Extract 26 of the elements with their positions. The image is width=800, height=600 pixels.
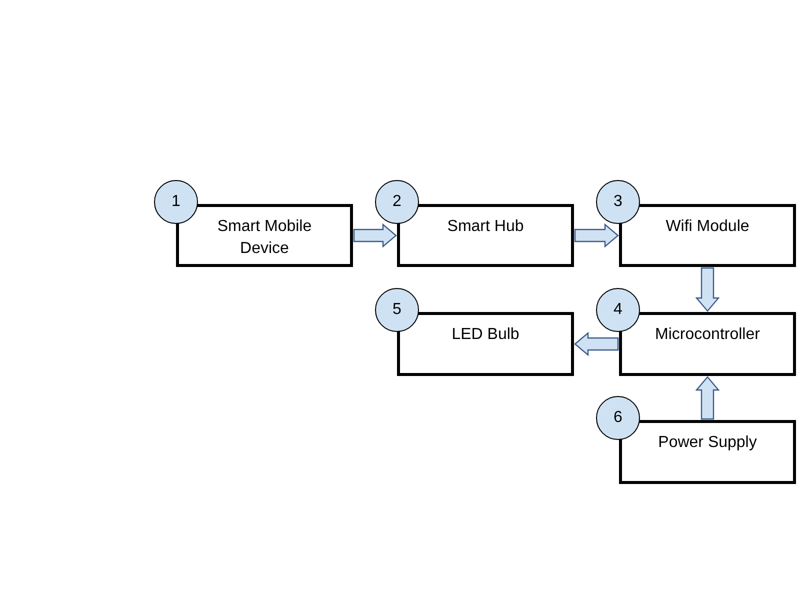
callout-circle (596, 180, 640, 224)
box-label: Smart Mobile Device (216, 217, 313, 259)
box-label: Wifi Module (666, 217, 750, 237)
callout-number: 6 (614, 409, 622, 427)
callout-circle (596, 288, 640, 332)
box-label: Microcontroller (655, 325, 760, 345)
block-arrow (353, 223, 397, 248)
callout-number: 5 (392, 301, 402, 319)
block-arrow (574, 332, 619, 356)
box-label: LED Bulb (452, 325, 520, 345)
callout-number: 3 (614, 193, 622, 211)
callout-circle (375, 288, 419, 332)
box-label: Power Supply (658, 433, 757, 453)
callout-circle (154, 180, 198, 224)
callout-circle (596, 396, 640, 440)
block-arrow (695, 267, 720, 312)
callout-number: 1 (172, 193, 180, 211)
process-box (619, 312, 796, 376)
process-box (397, 204, 574, 267)
callout-circle (375, 180, 419, 224)
process-box (176, 204, 353, 267)
box-label: Smart Hub (447, 217, 524, 237)
block-arrow (574, 223, 619, 248)
callout-number: 4 (614, 301, 622, 319)
callout-number: 2 (392, 193, 402, 211)
block-arrow (695, 376, 720, 420)
